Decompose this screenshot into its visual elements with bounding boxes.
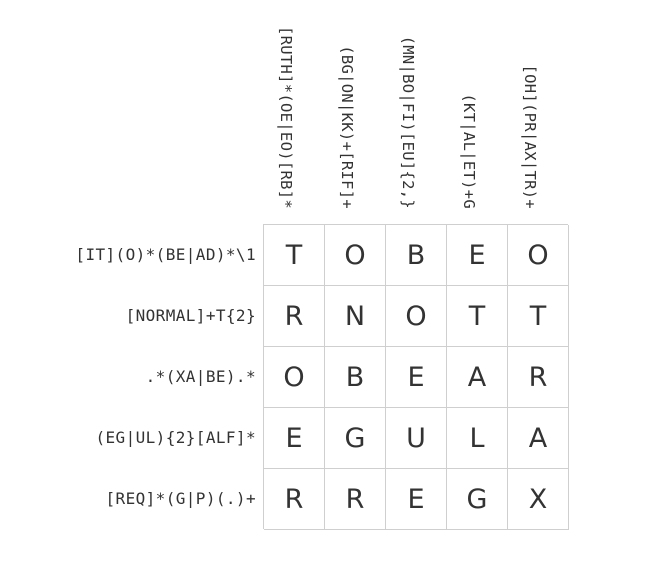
grid-cell[interactable]: N [325, 286, 386, 347]
column-clue-text: [OH](PR|AX|TR)+ [520, 64, 539, 209]
grid-cell[interactable]: T [447, 286, 508, 347]
grid-cell[interactable]: G [447, 469, 508, 530]
grid-cell[interactable]: O [325, 225, 386, 286]
grid-cell[interactable]: E [447, 225, 508, 286]
grid-cell[interactable]: R [264, 286, 325, 347]
grid-cell[interactable]: B [325, 347, 386, 408]
grid-cell[interactable]: R [508, 347, 569, 408]
grid-cell[interactable]: E [386, 347, 447, 408]
grid-cell[interactable]: U [386, 408, 447, 469]
column-clues: [RUTH]*(OE|EO)[RB]* (BG|ON|KK)+[RIF]+ (M… [263, 0, 568, 220]
column-clue-text: (BG|ON|KK)+[RIF]+ [337, 45, 356, 209]
grid-cell[interactable]: R [325, 469, 386, 530]
column-clue-5: [OH](PR|AX|TR)+ [507, 0, 568, 220]
grid-cell[interactable]: A [447, 347, 508, 408]
column-clue-1: [RUTH]*(OE|EO)[RB]* [263, 0, 324, 220]
column-clue-text: (MN|BO|FI)[EU]{2,} [398, 35, 417, 209]
grid-cell[interactable]: B [386, 225, 447, 286]
row-clue-3: .*(XA|BE).* [145, 367, 256, 386]
grid-cell[interactable]: O [508, 225, 569, 286]
grid-cell[interactable]: E [386, 469, 447, 530]
row-clue-1: [IT](O)*(BE|AD)*\1 [75, 245, 256, 264]
row-clue-5: [REQ]*(G|P)(.)+ [105, 489, 256, 508]
row-clue-2: [NORMAL]+T{2} [125, 306, 256, 325]
grid-cell[interactable]: X [508, 469, 569, 530]
column-clue-4: (KT|AL|ET)+G [446, 0, 507, 220]
grid-cell[interactable]: L [447, 408, 508, 469]
column-clue-text: [RUTH]*(OE|EO)[RB]* [276, 25, 295, 209]
column-clue-text: (KT|AL|ET)+G [459, 93, 478, 209]
grid-cell[interactable]: T [508, 286, 569, 347]
puzzle-grid: T O B E O R N O T T O B E A R E G U L A … [263, 224, 569, 530]
column-clue-3: (MN|BO|FI)[EU]{2,} [385, 0, 446, 220]
grid-cell[interactable]: R [264, 469, 325, 530]
grid-cell[interactable]: E [264, 408, 325, 469]
grid-cell[interactable]: O [264, 347, 325, 408]
grid-cell[interactable]: O [386, 286, 447, 347]
row-clues: [IT](O)*(BE|AD)*\1 [NORMAL]+T{2} .*(XA|B… [0, 224, 256, 529]
grid-cell[interactable]: A [508, 408, 569, 469]
grid-cell[interactable]: T [264, 225, 325, 286]
column-clue-2: (BG|ON|KK)+[RIF]+ [324, 0, 385, 220]
grid-cell[interactable]: G [325, 408, 386, 469]
row-clue-4: (EG|UL){2}[ALF]* [95, 428, 256, 447]
